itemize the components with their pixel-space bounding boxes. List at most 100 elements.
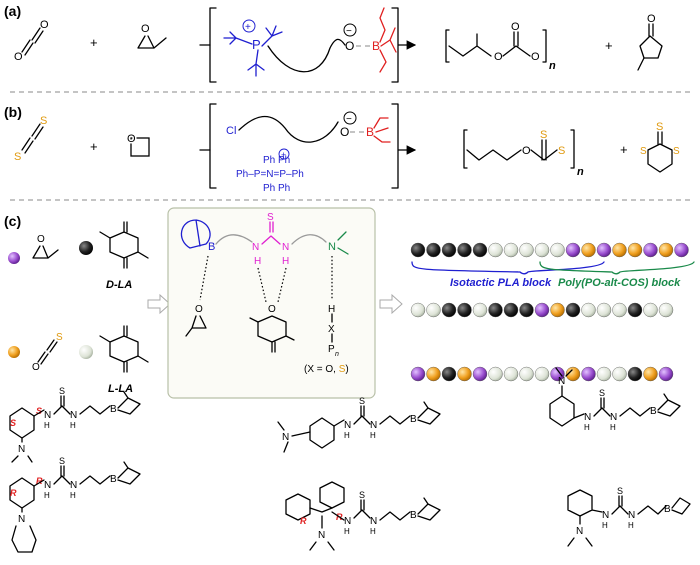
monomer-bead-black [426, 242, 441, 258]
svg-text:N: N [576, 526, 583, 537]
oxetane: O O [126, 132, 150, 157]
svg-text:P: P [252, 37, 261, 52]
d-lactide [99, 221, 149, 269]
svg-text:O: O [522, 145, 531, 157]
svg-text:O: O [647, 13, 656, 25]
svg-text:N: N [18, 444, 25, 455]
svg-text:O: O [345, 39, 354, 53]
monomer-bead-orange [658, 242, 674, 258]
svg-text:O: O [195, 304, 203, 315]
monomer-bead-white [612, 366, 627, 382]
catalyst-bifunctional-a: + P − O B [199, 7, 417, 83]
svg-text:R: R [300, 516, 307, 526]
svg-text:O: O [127, 133, 136, 145]
svg-text:H: H [282, 256, 289, 267]
svg-text:N: N [328, 241, 336, 253]
panel-c-label: (c) [4, 213, 21, 229]
panel-b: (b) S S + O O Cl − O [4, 103, 680, 194]
svg-text:H: H [254, 256, 261, 267]
panel-a-label: (a) [4, 3, 21, 19]
monomer-bead-white [534, 242, 550, 258]
svg-text:N: N [44, 480, 51, 491]
monomer-bead-purple [410, 366, 426, 382]
svg-text:H: H [628, 521, 634, 530]
monomer-bead-orange [550, 302, 565, 318]
monomer-bead-orange [457, 366, 472, 382]
monomer-bead-black [627, 366, 643, 382]
svg-text:B: B [110, 474, 117, 485]
svg-text:H: H [44, 421, 50, 430]
svg-text:H: H [44, 491, 50, 500]
svg-text:N: N [602, 510, 609, 521]
svg-text:S: S [10, 418, 16, 428]
svg-text:N: N [282, 432, 289, 443]
monomer-bead-black [457, 242, 472, 258]
svg-text:N: N [610, 412, 617, 423]
svg-text:P: P [328, 344, 335, 355]
monomer-bead-purple [565, 242, 581, 258]
catalyst-3: N N H S N H B [277, 396, 441, 453]
svg-text:X: X [328, 324, 335, 335]
monomer-bead-black [565, 302, 581, 318]
svg-text:H: H [344, 527, 350, 536]
svg-text:H: H [70, 421, 76, 430]
monomer-bead-white [581, 302, 596, 318]
svg-text:H: H [370, 527, 376, 536]
isotactic-brace [411, 261, 605, 275]
monomer-bead-black [488, 302, 503, 318]
svg-text:O: O [340, 125, 349, 139]
svg-text:n: n [335, 351, 339, 358]
l-lactide [99, 325, 149, 373]
svg-text:S: S [59, 456, 65, 466]
svg-text:B: B [664, 504, 671, 515]
monomer-bead-black [519, 302, 534, 318]
svg-text:+: + [90, 139, 98, 154]
svg-text:+: + [605, 38, 613, 53]
monomer-bead-orange [565, 366, 581, 382]
isotactic-label: Isotactic PLA block [450, 277, 552, 289]
svg-text:O: O [141, 23, 150, 35]
monomer-bead-white [519, 242, 534, 258]
monomer-bead-purple [643, 242, 658, 258]
svg-text:N: N [44, 410, 51, 421]
svg-text:+: + [620, 142, 628, 157]
co2-molecule: O O [14, 19, 49, 63]
monomer-bead-white [550, 242, 565, 258]
svg-text:N: N [318, 530, 325, 541]
catalyst-2: R R N N H S N H B [9, 456, 141, 553]
svg-text:H: H [370, 431, 376, 440]
hollow-arrow [147, 293, 171, 315]
svg-text:B: B [208, 241, 215, 253]
svg-text:O: O [37, 234, 45, 245]
svg-text:B: B [410, 510, 417, 521]
cos-molecule: O S [32, 332, 63, 373]
svg-text:Ph–P=N=P–Ph: Ph–P=N=P–Ph [236, 169, 304, 180]
panel-b-label: (b) [4, 104, 22, 120]
svg-text:O: O [32, 362, 40, 373]
monomer-bead-orange [612, 242, 627, 258]
svg-text:Cl: Cl [226, 125, 236, 137]
cos-bead [8, 346, 20, 358]
svg-text:O: O [40, 19, 49, 31]
catalyst-5: R R N N H S N H B [285, 481, 441, 551]
svg-text:S: S [617, 486, 623, 496]
monomer-bead-black [457, 302, 472, 318]
cyclic-thiocarbonate: S S S [640, 121, 680, 173]
polymer-chains [410, 242, 689, 382]
svg-text:N: N [18, 514, 25, 525]
svg-text:O: O [531, 51, 540, 63]
svg-text:S: S [359, 396, 365, 406]
svg-text:S: S [56, 332, 63, 343]
monomer-bead-purple [658, 366, 674, 382]
svg-text:O: O [494, 51, 503, 63]
poly-brace [539, 261, 695, 275]
svg-text:R: R [10, 488, 17, 498]
monomer-bead-white [643, 302, 658, 318]
cs2-molecule: S S [14, 115, 47, 163]
svg-text:S: S [40, 115, 47, 127]
svg-text:S: S [599, 388, 605, 398]
hollow-arrow [379, 293, 403, 315]
polycarbonate-product: O O O n [445, 21, 556, 72]
monomer-bead-white [658, 302, 674, 318]
monomer-bead-white [503, 366, 519, 382]
